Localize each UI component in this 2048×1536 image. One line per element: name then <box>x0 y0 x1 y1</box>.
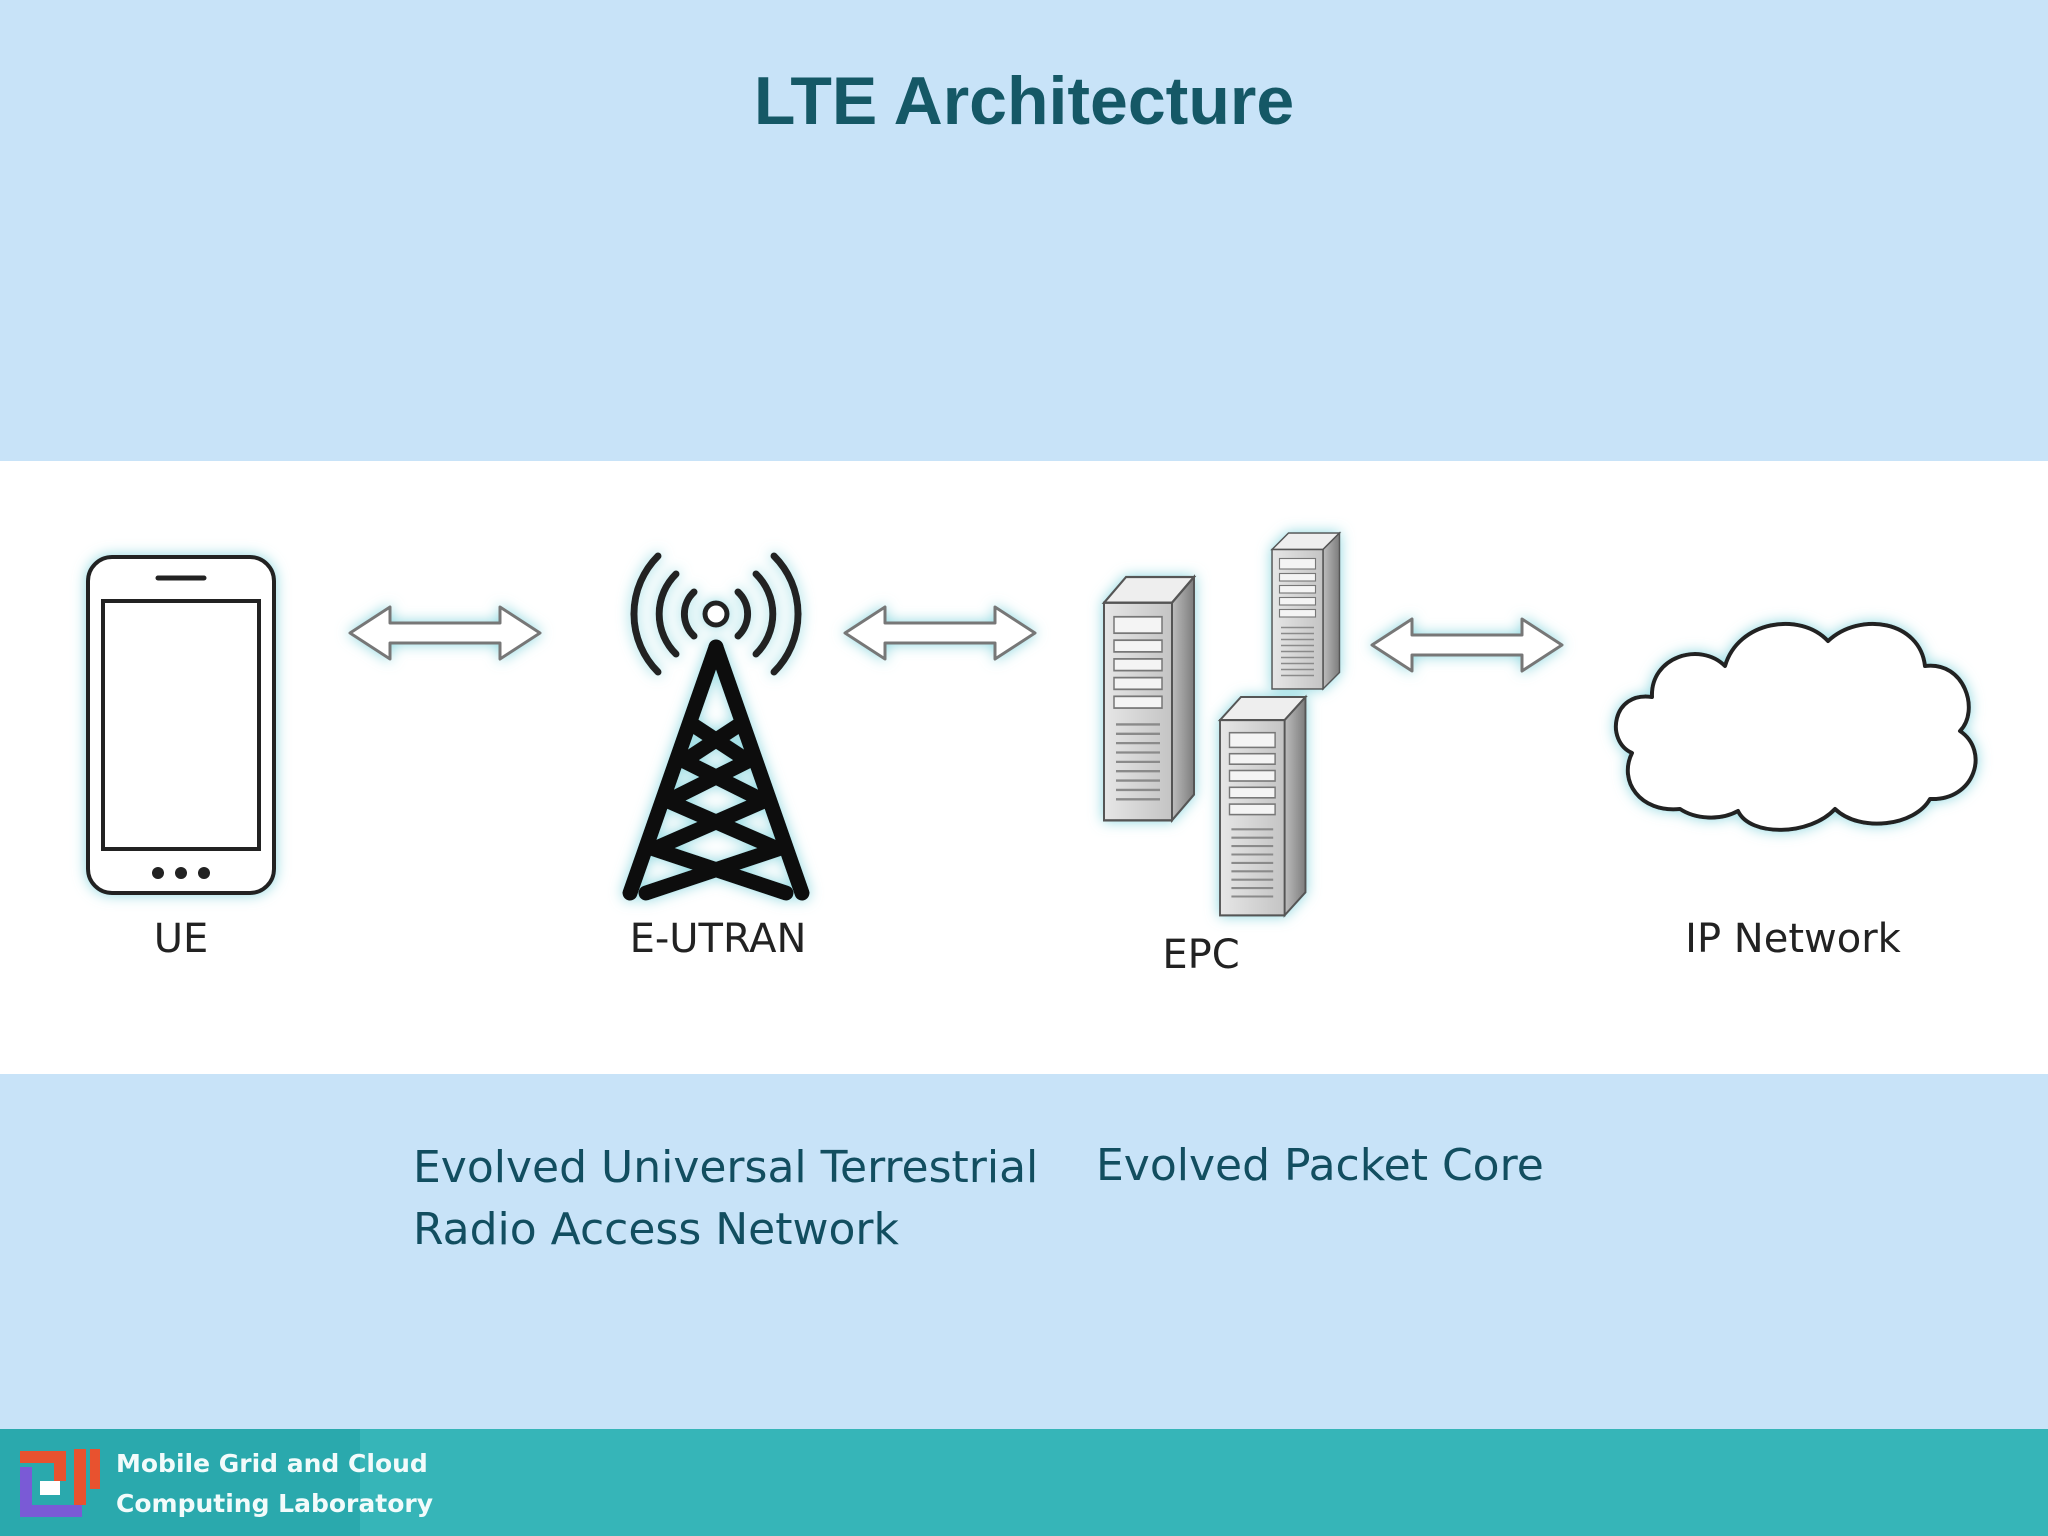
lab-logo-icon <box>14 1445 104 1521</box>
double-arrow-icon <box>843 605 1037 661</box>
epc-description: Evolved Packet Core <box>1096 1140 1544 1191</box>
lab-name-line2: Computing Laboratory <box>116 1489 434 1518</box>
node-label-ip-network: IP Network <box>1685 916 1901 962</box>
cloud-icon <box>1613 621 1978 832</box>
server-rack-icon <box>1102 532 1341 917</box>
architecture-diagram: UE E-UTRAN EPC IP Network <box>0 461 2048 1074</box>
footer-bar: Mobile Grid and Cloud Computing Laborato… <box>0 1429 2048 1536</box>
eutran-description-line2: Radio Access Network <box>413 1204 899 1255</box>
eutran-description: Evolved Universal Terrestrial Radio Acce… <box>413 1137 1038 1261</box>
double-arrow-icon <box>1370 617 1564 673</box>
eutran-description-line1: Evolved Universal Terrestrial <box>413 1142 1039 1193</box>
lab-name-line1: Mobile Grid and Cloud <box>116 1449 428 1478</box>
double-arrow-icon <box>348 605 542 661</box>
cell-tower-icon <box>622 552 810 901</box>
node-label-eutran: E-UTRAN <box>629 916 807 962</box>
page-title: LTE Architecture <box>753 63 1295 139</box>
lab-logo: Mobile Grid and Cloud Computing Laborato… <box>0 1429 433 1536</box>
phone-icon <box>86 555 276 895</box>
node-label-ue: UE <box>153 916 209 962</box>
node-label-epc: EPC <box>1162 932 1240 978</box>
